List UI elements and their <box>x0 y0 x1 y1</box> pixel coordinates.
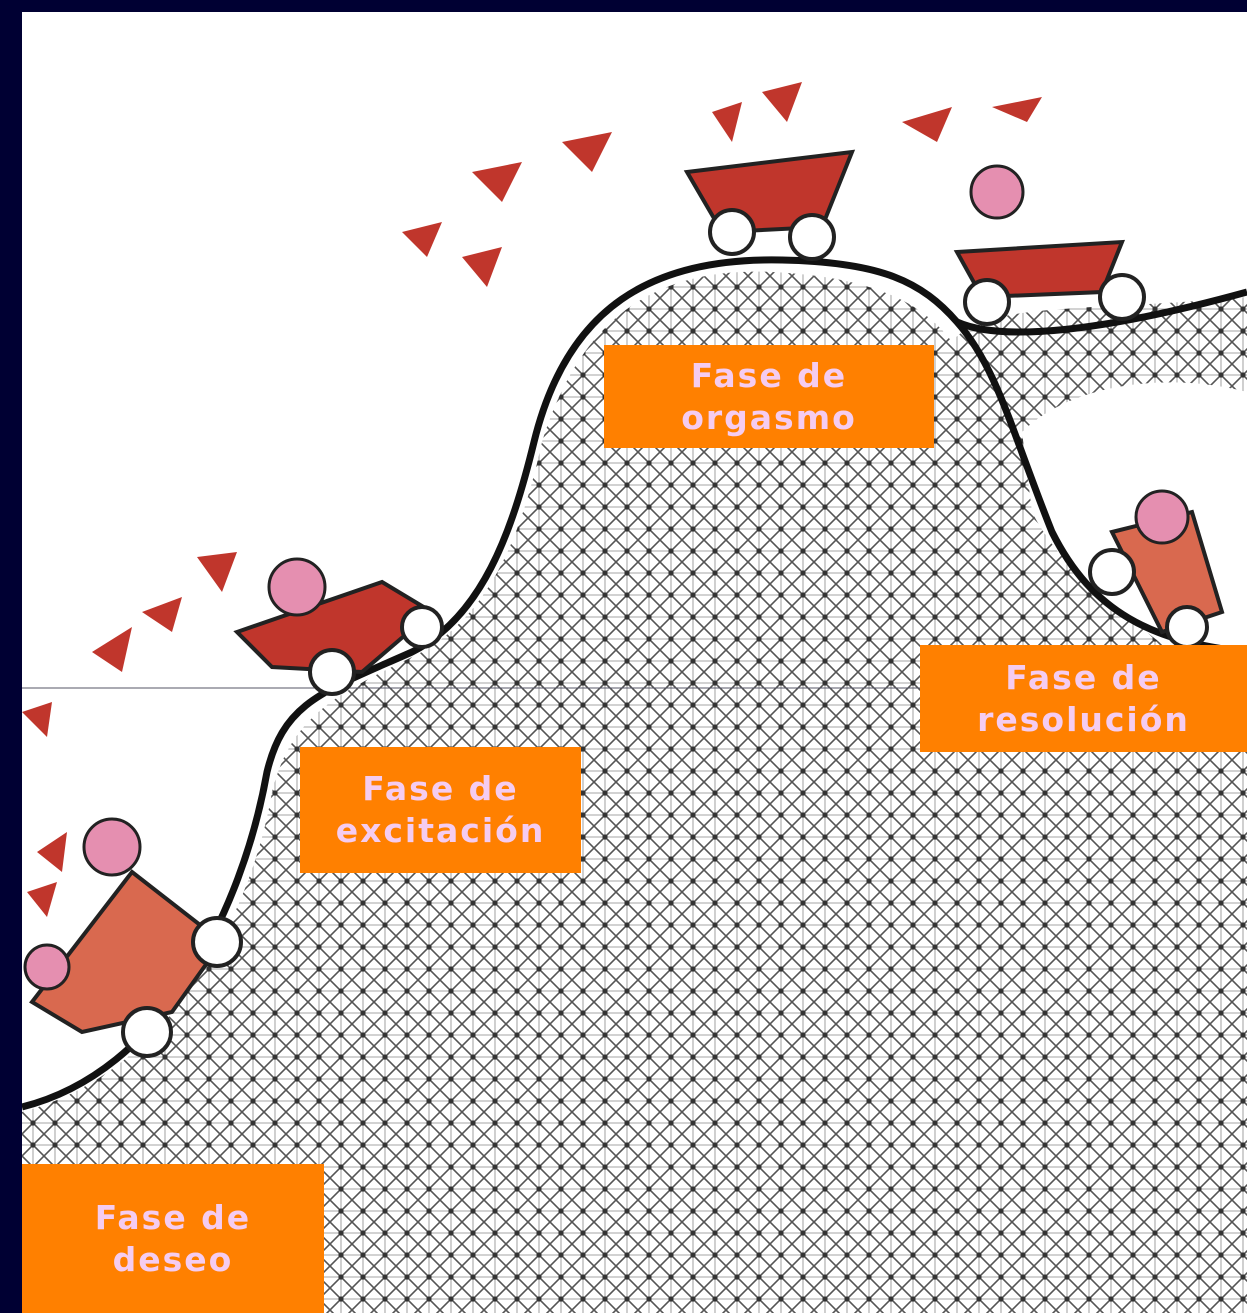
phase-label-resolucion-line2: resolución <box>977 699 1190 741</box>
phase-label-orgasmo-line2: orgasmo <box>681 397 857 439</box>
illustration-canvas: Fase de deseo Fase de excitación Fase de… <box>22 12 1247 1313</box>
phase-label-deseo-line2: deseo <box>113 1239 234 1281</box>
phase-label-excitacion-line2: excitación <box>336 810 546 852</box>
phase-label-deseo: Fase de deseo <box>22 1164 324 1313</box>
phase-label-excitacion: Fase de excitación <box>300 747 581 873</box>
cart-plateau <box>957 166 1144 324</box>
phase-label-orgasmo: Fase de orgasmo <box>604 345 934 448</box>
phase-label-deseo-line1: Fase de <box>95 1197 251 1239</box>
phase-label-excitacion-line1: Fase de <box>362 768 518 810</box>
cart-orgasmo <box>402 82 1042 287</box>
phase-label-resolucion: Fase de resolución <box>920 645 1247 752</box>
phase-label-resolucion-line1: Fase de <box>1005 657 1161 699</box>
phase-label-orgasmo-line1: Fase de <box>691 355 847 397</box>
